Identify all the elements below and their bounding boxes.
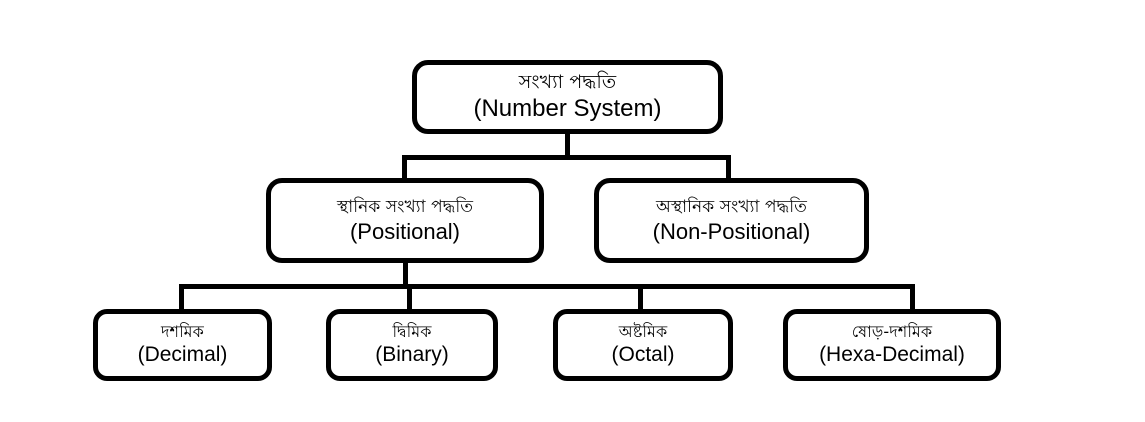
node-positional-label-en: (Positional) bbox=[349, 218, 461, 244]
node-decimal: দশমিক (Decimal) bbox=[93, 309, 272, 381]
connector-bus-to-non-positional bbox=[726, 155, 731, 181]
node-positional-label-bn: স্থানিক সংখ্যা পদ্ধতি bbox=[336, 196, 474, 217]
connector-bus-to-binary bbox=[407, 284, 412, 312]
node-non-positional-label-bn: অস্থানিক সংখ্যা পদ্ধতি bbox=[656, 196, 807, 217]
node-hexa-decimal-label-bn: ষোড়-দশমিক bbox=[851, 321, 933, 341]
connector-bus-level2 bbox=[402, 155, 731, 160]
connector-bus-to-decimal bbox=[179, 284, 184, 312]
node-octal: অষ্টমিক (Octal) bbox=[553, 309, 733, 381]
node-hexa-decimal-label-en: (Hexa-Decimal) bbox=[819, 342, 965, 366]
node-non-positional: অস্থানিক সংখ্যা পদ্ধতি (Non-Positional) bbox=[594, 178, 869, 263]
node-octal-label-bn: অষ্টমিক bbox=[618, 321, 668, 341]
node-decimal-label-bn: দশমিক bbox=[161, 321, 204, 341]
node-binary-label-bn: দ্বিমিক bbox=[392, 321, 432, 341]
connector-bus-level3 bbox=[179, 284, 915, 289]
connector-bus-to-octal bbox=[638, 284, 643, 312]
node-hexa-decimal: ষোড়-দশমিক (Hexa-Decimal) bbox=[783, 309, 1001, 381]
node-non-positional-label-en: (Non-Positional) bbox=[652, 218, 811, 244]
node-decimal-label-en: (Decimal) bbox=[137, 342, 228, 366]
node-binary-label-en: (Binary) bbox=[375, 342, 449, 366]
connector-positional-to-bus bbox=[403, 261, 408, 286]
node-number-system-label-en: (Number System) bbox=[473, 94, 662, 122]
connector-bus-to-hexa-decimal bbox=[910, 284, 915, 312]
connector-root-to-bus bbox=[565, 133, 570, 157]
node-positional: স্থানিক সংখ্যা পদ্ধতি (Positional) bbox=[266, 178, 544, 263]
connector-bus-to-positional bbox=[402, 155, 407, 181]
node-octal-label-en: (Octal) bbox=[611, 342, 675, 366]
node-number-system-label-bn: সংখ্যা পদ্ধতি bbox=[518, 71, 617, 94]
node-binary: দ্বিমিক (Binary) bbox=[326, 309, 498, 381]
node-number-system: সংখ্যা পদ্ধতি (Number System) bbox=[412, 60, 723, 134]
